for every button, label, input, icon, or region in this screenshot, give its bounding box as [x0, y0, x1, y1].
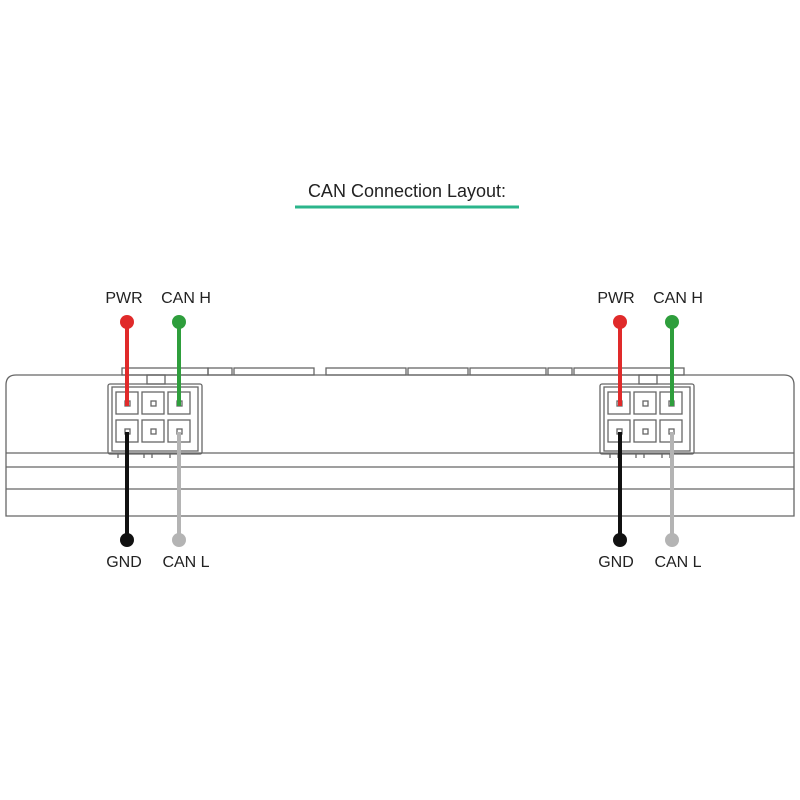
- gnd-label: GND: [598, 554, 634, 571]
- pwr-terminal-dot: [613, 315, 627, 329]
- gnd-wire: [613, 432, 627, 547]
- connector-left: PWR CAN H GND CAN L: [105, 290, 211, 571]
- housing-top-tabs: [121, 367, 685, 376]
- can-h-wire: [172, 315, 186, 406]
- connector-housing: [599, 383, 695, 455]
- connector-right: PWR CAN H GND CAN L: [597, 290, 703, 571]
- pwr-terminal-dot: [120, 315, 134, 329]
- gnd-terminal-dot: [120, 533, 134, 547]
- connector-latch: [146, 374, 166, 385]
- can-l-wire: [665, 432, 679, 547]
- gnd-label: GND: [106, 554, 142, 571]
- gnd-wire: [120, 432, 134, 547]
- gnd-terminal-dot: [613, 533, 627, 547]
- can-l-label: CAN L: [654, 554, 701, 571]
- connector-face: [111, 386, 199, 452]
- can-l-label: CAN L: [162, 554, 209, 571]
- diagram-title: CAN Connection Layout:: [308, 181, 506, 201]
- pwr-wire: [120, 315, 134, 406]
- pwr-wire: [613, 315, 627, 406]
- device-housing: [5, 367, 795, 517]
- can-h-terminal-dot: [665, 315, 679, 329]
- can-l-terminal-dot: [172, 533, 186, 547]
- pwr-label: PWR: [105, 290, 142, 307]
- can-l-wire: [172, 432, 186, 547]
- connector-face: [603, 386, 691, 452]
- can-h-terminal-dot: [172, 315, 186, 329]
- connector-latch: [638, 374, 658, 385]
- can-h-label: CAN H: [653, 290, 703, 307]
- can-l-terminal-dot: [665, 533, 679, 547]
- connector-housing: [107, 383, 203, 455]
- can-h-wire: [665, 315, 679, 406]
- can-h-label: CAN H: [161, 290, 211, 307]
- pwr-label: PWR: [597, 290, 634, 307]
